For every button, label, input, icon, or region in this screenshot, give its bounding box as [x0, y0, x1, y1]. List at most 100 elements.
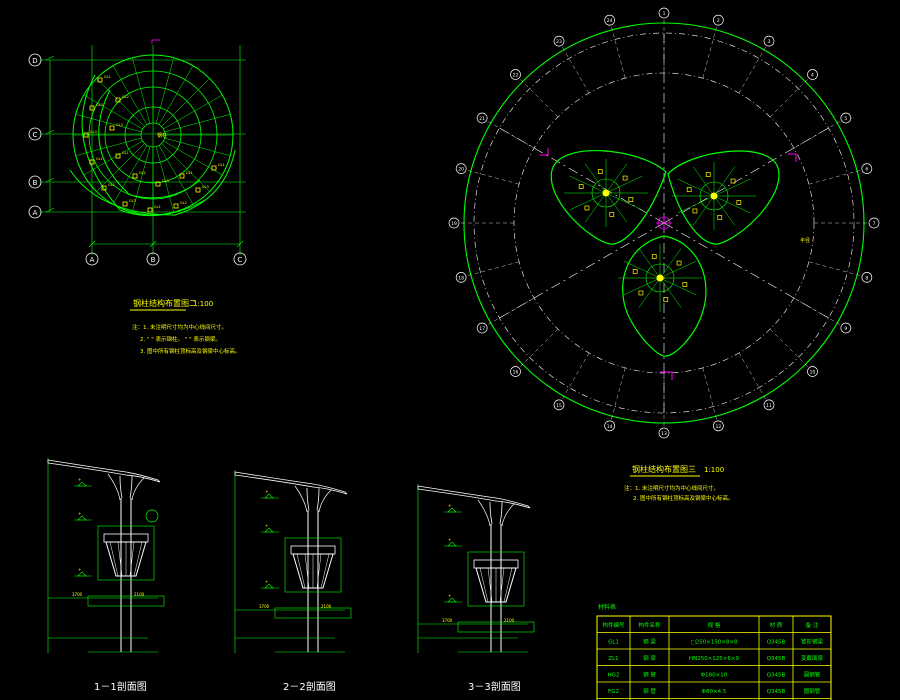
svg-text:B: B — [33, 179, 38, 187]
plan-two-scale: 1:100 — [193, 300, 213, 308]
svg-text:17: 17 — [479, 326, 485, 332]
plan-two-note-2: 2. " " 表示钢柱。 " " 表示钢梁。 — [140, 335, 221, 343]
section-views: 3700 2100 + + +3700 2100 + + +3700 2100 + + + — [47, 458, 535, 653]
svg-text:1: 1 — [663, 11, 666, 17]
svg-text:GL1: GL1 — [104, 75, 111, 79]
svg-text:GL3: GL3 — [129, 199, 136, 203]
material-cell: 圆钢管 — [804, 670, 821, 678]
svg-text:3700: 3700 — [72, 592, 83, 597]
svg-text:GL2: GL2 — [139, 171, 146, 175]
material-cell: HG2 — [608, 672, 620, 678]
svg-text:C: C — [238, 256, 243, 264]
svg-text:3700: 3700 — [442, 618, 453, 623]
svg-text:11: 11 — [766, 403, 772, 409]
svg-text:A: A — [33, 209, 38, 217]
svg-text:3700: 3700 — [259, 604, 270, 609]
svg-text:钢柱: 钢柱 — [157, 132, 167, 139]
svg-text:+: + — [78, 477, 81, 482]
svg-text:2100: 2100 — [504, 618, 515, 623]
svg-text:3: 3 — [768, 39, 771, 45]
svg-text:B: B — [151, 256, 156, 264]
svg-text:GL2: GL2 — [108, 183, 115, 187]
svg-text:+: + — [265, 579, 268, 584]
svg-text:+: + — [78, 511, 81, 516]
svg-text:GL2: GL2 — [96, 103, 103, 107]
plan-three-note-2: 2. 图中所有钢柱顶标高及钢梁中心标高。 — [633, 494, 734, 502]
plan-two-note-1: 注：1. 未注明尺寸均为中心线间尺寸。 — [132, 323, 227, 331]
svg-text:GL1: GL1 — [218, 163, 225, 167]
material-cell: Q345B — [767, 656, 786, 662]
svg-text:2100: 2100 — [134, 592, 145, 597]
svg-text:+: + — [78, 567, 81, 572]
svg-text:半径: 半径 — [800, 237, 810, 244]
material-header-2: 规 格 — [708, 621, 721, 629]
svg-text:+: + — [448, 537, 451, 542]
material-header-1: 构件名称 — [638, 621, 661, 629]
material-cell: Φ180×10 — [701, 672, 728, 678]
svg-text:GL1: GL1 — [122, 151, 129, 155]
svg-text:9: 9 — [844, 326, 847, 332]
svg-text:14: 14 — [607, 424, 613, 430]
material-header-0: 构件编号 — [602, 621, 625, 629]
material-cell: ZL1 — [608, 656, 618, 662]
material-header-4: 备 注 — [806, 621, 819, 629]
material-cell: Φ80×4.5 — [702, 689, 727, 695]
svg-text:GL2: GL2 — [122, 95, 129, 99]
material-cell: Q345B — [767, 672, 786, 678]
svg-text:15: 15 — [556, 403, 562, 409]
svg-text:2100: 2100 — [321, 604, 332, 609]
svg-text:8: 8 — [865, 275, 868, 281]
section-1-label: 1－1剖面图 — [94, 680, 147, 693]
material-cell: □250×150×8×8 — [690, 639, 738, 645]
svg-text:20: 20 — [458, 167, 464, 173]
svg-text:GL2: GL2 — [180, 201, 187, 205]
section-2-label: 2－2剖面图 — [283, 680, 336, 693]
plan-three-scale: 1:100 — [704, 466, 724, 474]
svg-text:4: 4 — [811, 73, 814, 79]
svg-text:A: A — [90, 256, 95, 264]
plan-two-title: 钢柱结构布置图二 — [133, 298, 197, 308]
svg-text:GL1: GL1 — [186, 171, 193, 175]
svg-text:24: 24 — [607, 18, 613, 24]
material-header-3: 材 质 — [770, 621, 783, 629]
material-cell: 锥形钢梁 — [801, 637, 824, 645]
svg-text:GL3: GL3 — [162, 179, 169, 183]
material-cell: 钢 梁 — [643, 637, 656, 645]
svg-text:12: 12 — [715, 424, 721, 430]
svg-text:13: 13 — [661, 431, 667, 437]
svg-text:22: 22 — [513, 73, 519, 79]
svg-text:GL1: GL1 — [154, 205, 161, 209]
plan-three-drawing: 123456789101112131415161718192021222324半… — [448, 7, 880, 439]
plan-two-note-3: 3. 图中所有钢柱顶标高及钢梁中心标高。 — [140, 347, 241, 355]
material-cell: 钢 梁 — [643, 654, 656, 662]
material-cell: 圆钢管 — [804, 687, 821, 695]
plan-three-title: 钢柱结构布置图三 — [632, 464, 696, 474]
svg-text:+: + — [448, 593, 451, 598]
svg-text:C: C — [33, 131, 38, 139]
svg-text:18: 18 — [458, 275, 464, 281]
material-cell: HN250×125×6×9 — [689, 656, 740, 662]
svg-text:23: 23 — [556, 39, 562, 45]
material-cell: Q345B — [767, 689, 786, 695]
section-3-label: 3－3剖面图 — [468, 680, 521, 693]
svg-text:10: 10 — [810, 369, 816, 375]
plan-three-note-1: 注：1. 未注明尺寸均为中心线间尺寸。 — [624, 484, 719, 492]
svg-text:16: 16 — [513, 369, 519, 375]
svg-text:21: 21 — [479, 116, 485, 122]
material-cell: 变截面梁 — [801, 654, 824, 662]
svg-text:GL3: GL3 — [90, 130, 97, 134]
plan-two-title-block: 钢柱结构布置图二 1:100 注：1. 未注明尺寸均为中心线间尺寸。 2. " … — [130, 298, 241, 355]
svg-text:+: + — [265, 523, 268, 528]
svg-text:6: 6 — [865, 167, 868, 173]
svg-text:GL3: GL3 — [202, 185, 209, 189]
material-cell: 钢 管 — [643, 687, 656, 695]
svg-text:5: 5 — [844, 116, 847, 122]
svg-text:+: + — [448, 503, 451, 508]
svg-text:D: D — [32, 57, 37, 65]
svg-text:GL1: GL1 — [96, 157, 103, 161]
material-cell: 钢 管 — [643, 670, 656, 678]
svg-text:+: + — [265, 489, 268, 494]
